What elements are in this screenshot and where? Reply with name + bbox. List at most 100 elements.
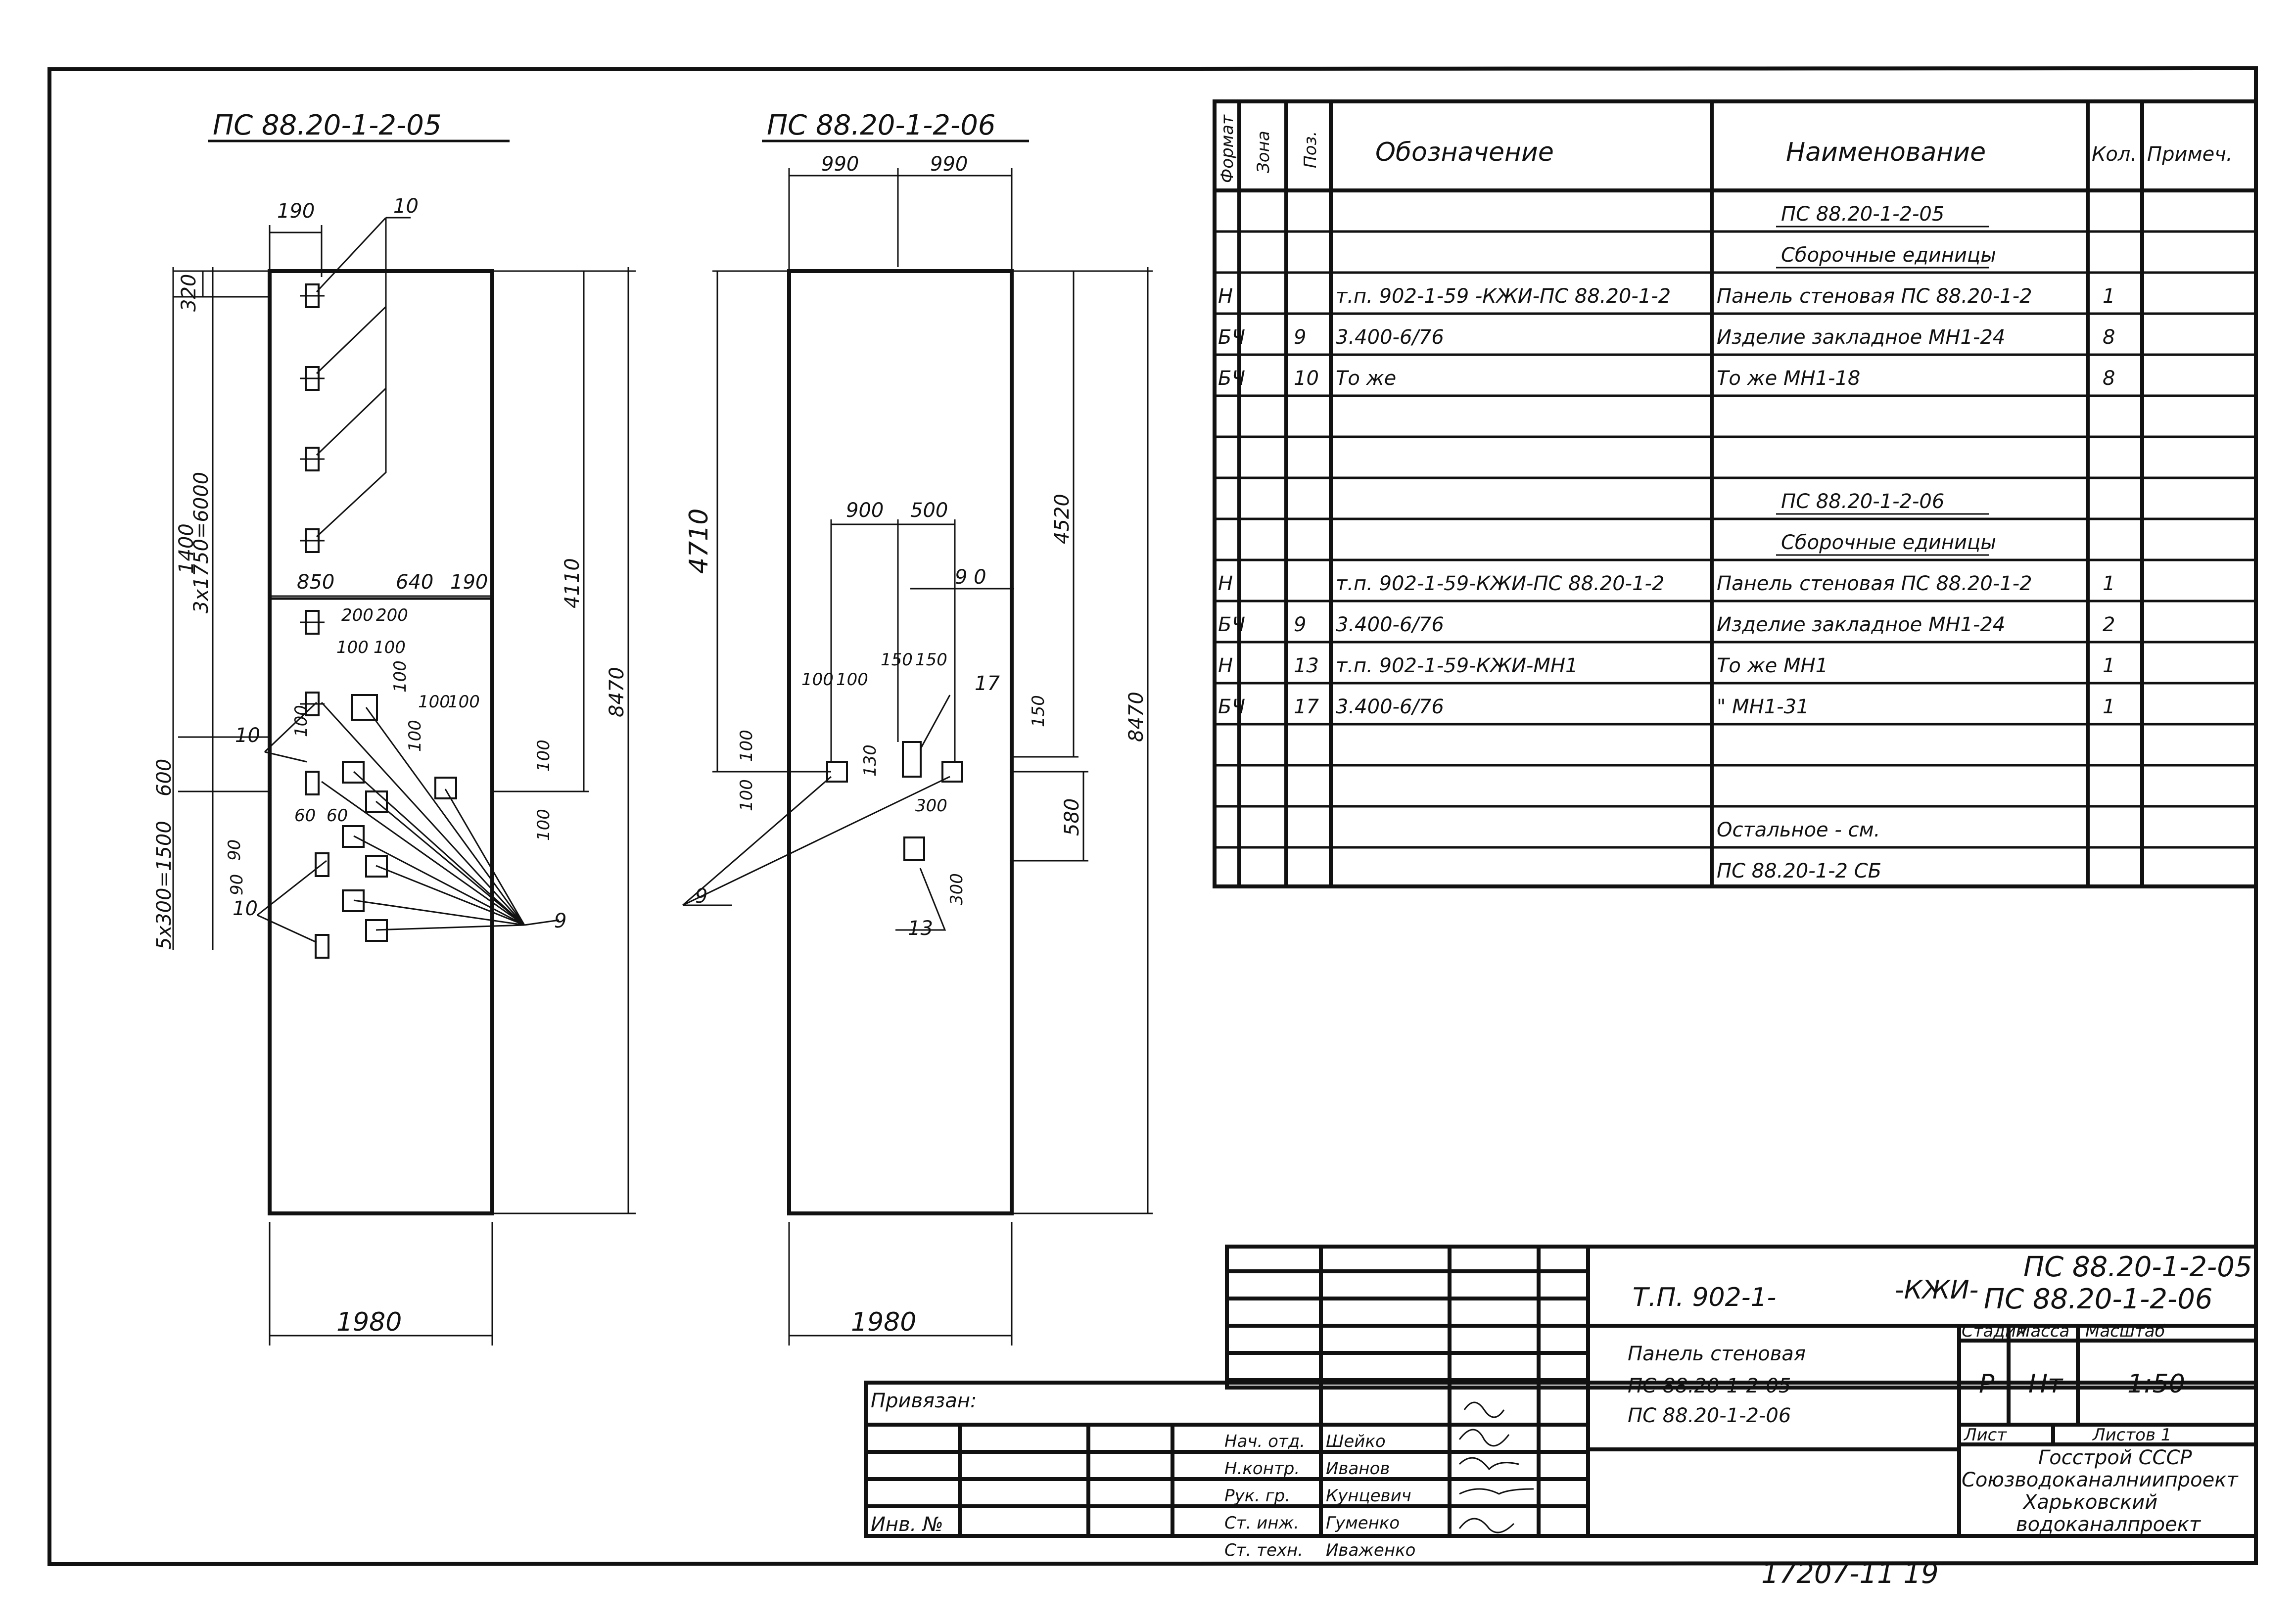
mark-9: 9 — [554, 910, 566, 932]
svg-text:850: 850 — [297, 571, 334, 594]
spec-format: БЧ — [1218, 696, 1245, 718]
spec-name: Изделие закладное МН1-24 — [1717, 326, 2005, 349]
svg-text:200: 200 — [376, 605, 408, 625]
svg-text:8470: 8470 — [1125, 692, 1148, 742]
svg-text:Госстрой СССР: Госстрой СССР — [2038, 1446, 2192, 1469]
spec-row: ПС 88.20-1-2-05 — [1776, 203, 1989, 228]
spec-designation: т.п. 902-1-59-КЖИ-ПС 88.20-1-2 — [1336, 572, 1664, 595]
svg-text:Харьковский: Харьковский — [2022, 1491, 2157, 1514]
svg-text:150: 150 — [881, 650, 913, 670]
view-2-title: ПС 88.20-1-2-06 — [767, 109, 995, 141]
role-name: Гуменко — [1326, 1513, 1400, 1533]
spec-row: Остальное - см. — [1717, 819, 1880, 841]
role-name: Иваженко — [1326, 1540, 1415, 1560]
svg-text:4110: 4110 — [561, 558, 584, 608]
panel-05-outline — [268, 269, 494, 1215]
svg-text:150: 150 — [1029, 695, 1048, 727]
view-1-title: ПС 88.20-1-2-05 — [213, 109, 441, 141]
spec-pos: 17 — [1294, 696, 1319, 718]
spec-qty: 1 — [2103, 572, 2115, 595]
mark-17: 17 — [975, 672, 1000, 695]
svg-text:Панель стеновая: Панель стеновая — [1628, 1343, 1806, 1365]
spec-qty: 2 — [2103, 613, 2115, 636]
svg-text:190: 190 — [450, 571, 488, 594]
spec-name: Панель стеновая ПС 88.20-1-2 — [1717, 285, 2032, 308]
spec-row-lines — [1215, 230, 2256, 849]
svg-text:300: 300 — [947, 873, 967, 905]
mark-10a: 10 — [235, 724, 260, 747]
role-label: Рук. гр. — [1224, 1486, 1290, 1506]
svg-text:200: 200 — [341, 605, 374, 625]
spec-designation: 3.400-6/76 — [1336, 613, 1444, 636]
svg-text:100: 100 — [737, 730, 756, 762]
role-name: Шейко — [1326, 1432, 1386, 1451]
svg-text:Инв. №: Инв. № — [871, 1513, 943, 1536]
svg-text:130: 130 — [860, 744, 880, 777]
mark-9-06: 9 — [695, 885, 707, 908]
mark-13: 13 — [908, 917, 933, 940]
role-label: Ст. инж. — [1224, 1513, 1299, 1533]
svg-text:8470: 8470 — [606, 667, 628, 717]
svg-text:Стадия: Стадия — [1962, 1321, 2026, 1341]
spec-format: Н — [1218, 654, 1233, 677]
svg-text:100: 100 — [374, 638, 406, 657]
svg-text:300: 300 — [915, 796, 947, 816]
spec-format: БЧ — [1218, 613, 1245, 636]
spec-name: ПС 88.20-1-2 СБ — [1717, 860, 1881, 882]
svg-text:100: 100 — [291, 705, 311, 737]
spec-qty: 1 — [2103, 696, 2115, 718]
svg-text:100: 100 — [448, 692, 480, 712]
tb-code-right-1: ПС 88.20-1-2-05 — [2023, 1251, 2252, 1283]
role-label: Ст. техн. — [1224, 1540, 1303, 1560]
panel-06-outline — [787, 269, 1014, 1215]
embedded-parts-06 — [826, 741, 963, 861]
svg-text:90: 90 — [225, 839, 244, 861]
svg-text:60: 60 — [294, 806, 316, 826]
svg-text:4520: 4520 — [1051, 494, 1074, 544]
tb-code-mid: -КЖИ- — [1895, 1275, 1978, 1305]
svg-text:ПС 88.20-1-2-05: ПС 88.20-1-2-05 — [1628, 1375, 1791, 1397]
spec-name: ПС 88.20-1-2-06 — [1781, 490, 1944, 513]
role-name: Кунцевич — [1326, 1486, 1411, 1506]
spec-row: ПС 88.20-1-2 СБ — [1717, 860, 1881, 882]
svg-text:Р: Р — [1979, 1369, 1995, 1399]
svg-text:1400: 1400 — [175, 523, 198, 574]
spec-designation: т.п. 902-1-59-КЖИ-МН1 — [1336, 654, 1578, 677]
spec-name: То же МН1 — [1717, 654, 1828, 677]
spec-format: БЧ — [1218, 367, 1245, 390]
svg-text:190: 190 — [277, 200, 315, 223]
spec-row: Сборочные единицы — [1776, 244, 1996, 269]
svg-text:1:50: 1:50 — [2127, 1369, 2185, 1399]
col-name: Наименование — [1786, 138, 1986, 167]
spec-name: Изделие закладное МН1-24 — [1717, 613, 2005, 636]
svg-text:1980: 1980 — [336, 1307, 402, 1337]
svg-text:580: 580 — [1061, 798, 1083, 836]
spec-pos: 9 — [1294, 326, 1306, 349]
svg-text:10: 10 — [393, 195, 419, 218]
svg-text:Привязан:: Привязан: — [871, 1390, 977, 1412]
role-label: Н.контр. — [1224, 1459, 1300, 1479]
spec-name: ПС 88.20-1-2-05 — [1781, 203, 1944, 226]
col-designation: Обозначение — [1375, 138, 1554, 167]
dims-05: 190 10 320 1400 3х1750=6000 4110 8470 85… — [153, 195, 636, 1346]
tb-code-left: Т.П. 902-1- — [1633, 1283, 1776, 1312]
spec-pos: 10 — [1294, 367, 1319, 390]
view-1: ПС 88.20-1-2-05 — [153, 109, 636, 1346]
svg-text:100: 100 — [336, 638, 369, 657]
spec-format: Н — [1218, 285, 1233, 308]
title-block: Т.П. 902-1- -КЖИ- ПС 88.20-1-2-05 ПС 88.… — [864, 1245, 2258, 1560]
svg-text:Поз.: Поз. — [1301, 131, 1320, 168]
dims-06: 990 990 4710 4520 8470 900 500 9 0 150 1… — [684, 153, 1153, 1346]
svg-text:320: 320 — [178, 274, 200, 312]
svg-text:Листов 1: Листов 1 — [2092, 1425, 2171, 1445]
svg-text:3х1750=6000: 3х1750=6000 — [190, 472, 213, 613]
spec-qty: 8 — [2103, 326, 2115, 349]
